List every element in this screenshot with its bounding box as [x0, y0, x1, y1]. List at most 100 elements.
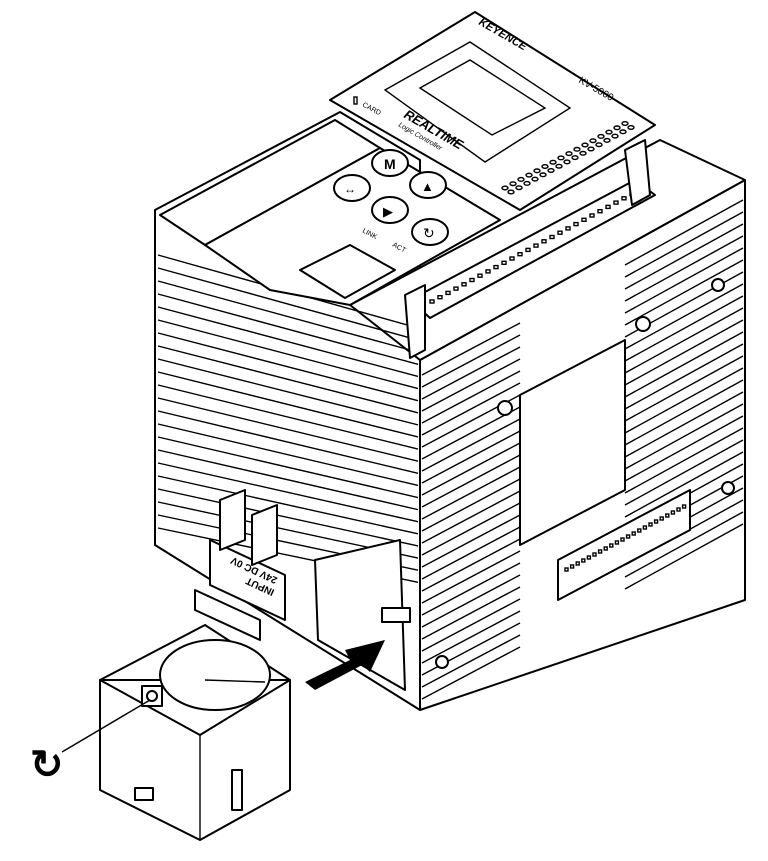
connector-pins-bottom — [564, 504, 687, 572]
menu-button-label: M — [384, 156, 396, 172]
vent-slat — [421, 562, 521, 616]
vent-slat — [624, 247, 744, 314]
pin — [485, 269, 491, 274]
led-indicator — [509, 181, 517, 187]
insert-arrow-icon — [305, 640, 385, 690]
vent-slat — [624, 295, 744, 362]
vent-slat — [421, 586, 521, 640]
arrow-icon: ↔ — [344, 182, 356, 196]
vent-slat — [157, 267, 419, 341]
pin — [557, 230, 563, 235]
pin — [581, 217, 587, 223]
led-indicator — [589, 138, 597, 144]
led-indicator — [587, 146, 595, 152]
pin — [637, 528, 642, 533]
led-indicator — [541, 163, 549, 169]
pin — [603, 546, 608, 551]
vent-slat — [421, 550, 521, 604]
pin — [665, 513, 670, 518]
led-indicator — [595, 142, 603, 148]
battery-slot — [314, 539, 406, 691]
led-indicator — [605, 129, 613, 135]
power-label-plate — [209, 539, 286, 621]
triangle-up-icon: ▲ — [421, 179, 434, 194]
pin — [575, 561, 580, 566]
connector-latch-right — [624, 139, 651, 206]
screw-icon — [146, 690, 158, 702]
pin — [517, 251, 523, 257]
pin — [477, 273, 483, 278]
vent-slat — [157, 423, 419, 487]
pin — [609, 543, 614, 548]
card-led — [353, 96, 358, 105]
pin — [659, 516, 664, 521]
vent-slat — [157, 449, 419, 511]
vent-slat — [421, 466, 521, 520]
led-indicator — [613, 125, 621, 131]
vent-slat — [421, 370, 521, 424]
led-indicator — [611, 133, 619, 139]
vent-slat — [157, 475, 419, 535]
pin — [676, 507, 681, 512]
battery-module — [61, 624, 291, 841]
down-button[interactable] — [371, 196, 409, 224]
screw-icon — [497, 400, 513, 416]
enter-button[interactable] — [333, 174, 371, 202]
pin — [586, 555, 592, 560]
vent-slat — [421, 538, 521, 592]
vent-slat — [421, 334, 521, 388]
pin — [569, 564, 575, 569]
vent-slat — [421, 634, 521, 688]
vent-slat — [421, 382, 521, 436]
vent-slat — [624, 319, 744, 386]
led-indicator — [517, 176, 525, 182]
pin — [541, 239, 547, 244]
pin — [469, 277, 475, 283]
escape-button[interactable] — [411, 218, 449, 246]
pin — [620, 537, 625, 542]
led-indicator — [523, 180, 531, 186]
power-terminal: INPUT 24V DC 0V — [194, 489, 411, 691]
pin — [573, 221, 579, 227]
vent-slat — [157, 332, 419, 402]
pin — [533, 243, 539, 248]
led-indicator — [539, 172, 547, 178]
lcd-screen — [383, 41, 572, 163]
display-cover — [329, 11, 656, 211]
vent-slat — [421, 646, 521, 700]
pin — [525, 247, 531, 253]
release-tab — [231, 769, 243, 811]
led-indicator — [621, 120, 629, 126]
pin — [653, 519, 659, 524]
expansion-connector — [557, 489, 691, 601]
led-indicator — [563, 159, 571, 165]
pin — [453, 286, 459, 291]
vent-slat — [421, 598, 521, 652]
vent-slat — [157, 410, 419, 474]
vent-slat — [421, 322, 521, 376]
vent-slat — [624, 211, 744, 278]
screw-icon — [635, 316, 651, 332]
vent-slat — [157, 462, 419, 523]
screw-icon — [711, 278, 725, 292]
vent-slat — [624, 235, 744, 302]
vent-slat — [421, 442, 521, 496]
up-button[interactable] — [409, 171, 447, 199]
vent-slat — [624, 451, 744, 518]
pin — [589, 213, 595, 218]
status-leds — [501, 120, 635, 195]
terminal-screw — [219, 489, 246, 551]
led-indicator — [571, 155, 579, 161]
menu-button[interactable] — [371, 149, 409, 177]
vent-slat — [624, 343, 744, 410]
vent-slat — [157, 293, 419, 366]
pin — [613, 200, 619, 205]
pin — [670, 510, 676, 515]
vent-slat — [157, 306, 419, 378]
vent-slat — [624, 283, 744, 350]
pin — [642, 525, 648, 530]
vent-slat — [624, 415, 744, 482]
led-indicator — [573, 146, 581, 152]
pin — [549, 234, 555, 240]
